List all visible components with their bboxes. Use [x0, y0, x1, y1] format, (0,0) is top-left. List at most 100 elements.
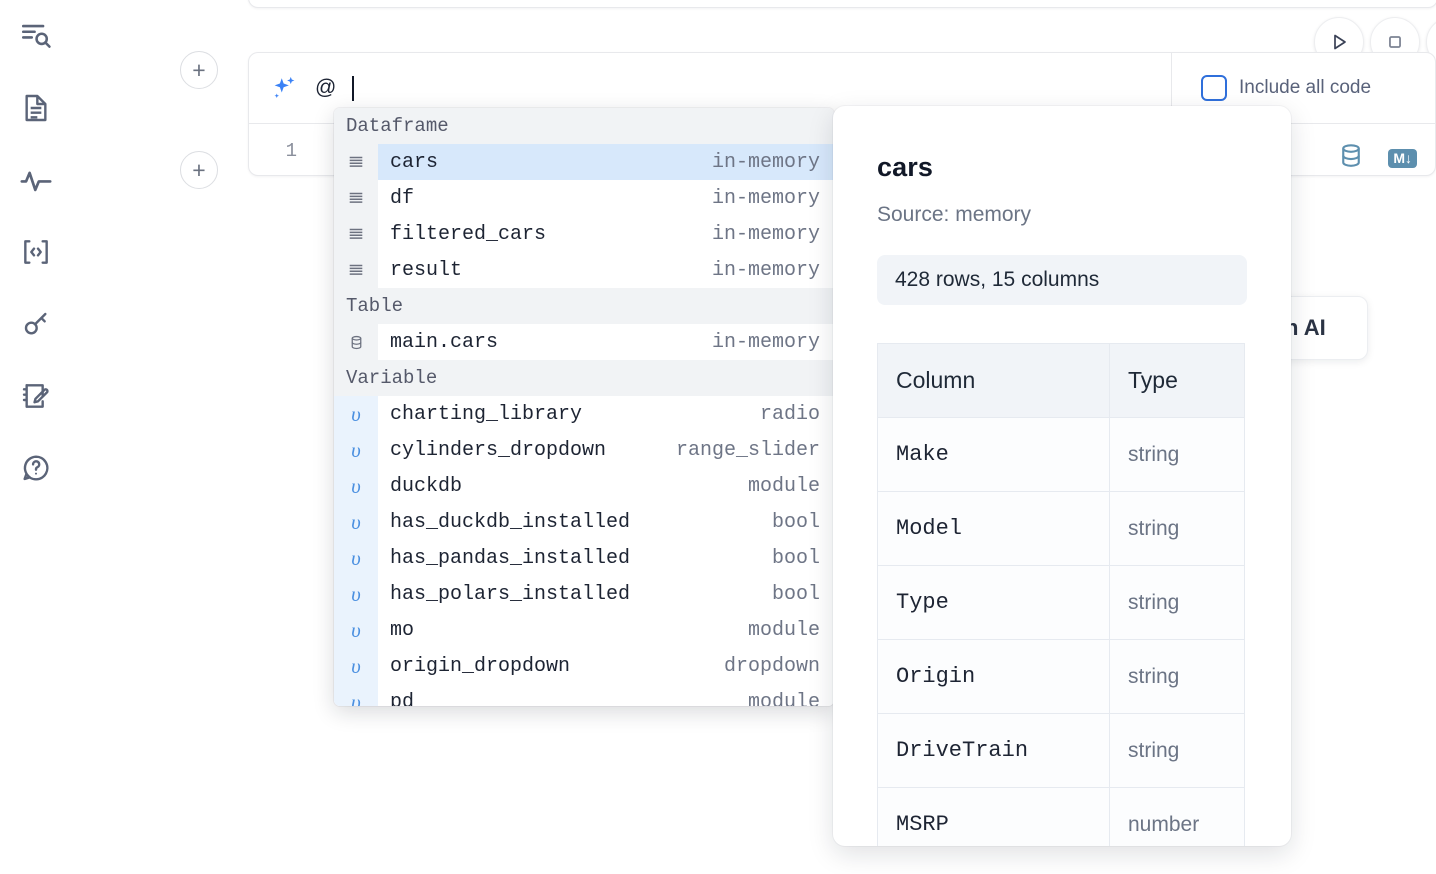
dataframe-icon: [334, 216, 378, 252]
autocomplete-item-name: has_duckdb_installed: [378, 504, 772, 540]
autocomplete-item-name: has_polars_installed: [378, 576, 772, 612]
cell-column-type: string: [1110, 418, 1245, 492]
autocomplete-group-header: Table: [334, 288, 834, 324]
previous-cell-card: [248, 0, 1436, 8]
autocomplete-item[interactable]: filtered_cars in-memory: [334, 216, 834, 252]
cell-column-name: Origin: [878, 640, 1110, 714]
autocomplete-item-kind: module: [748, 684, 834, 706]
autocomplete-item-kind: bool: [772, 540, 834, 576]
secrets-key-icon[interactable]: [14, 302, 58, 346]
column-header-column: Column: [878, 344, 1110, 418]
autocomplete-item-name: duckdb: [378, 468, 748, 504]
table-row: Origin string: [878, 640, 1245, 714]
autocomplete-item-name: charting_library: [378, 396, 760, 432]
column-header-type: Type: [1110, 344, 1245, 418]
dataframe-icon: [334, 180, 378, 216]
autocomplete-item[interactable]: υ pd module: [334, 684, 834, 706]
autocomplete-item-name: mo: [378, 612, 748, 648]
preview-title: cars: [877, 152, 1247, 183]
table-row: Model string: [878, 492, 1245, 566]
cell-column-name: Model: [878, 492, 1110, 566]
autocomplete-item-name: filtered_cars: [378, 216, 712, 252]
cell-column-name: Type: [878, 566, 1110, 640]
include-all-code-toggle[interactable]: Include all code: [1201, 75, 1371, 101]
autocomplete-item[interactable]: υ mo module: [334, 612, 834, 648]
markdown-icon[interactable]: M↓: [1388, 149, 1417, 168]
table-row: Type string: [878, 566, 1245, 640]
autocomplete-item-kind: module: [748, 468, 834, 504]
dataframe-icon: [334, 252, 378, 288]
autocomplete-item[interactable]: υ origin_dropdown dropdown: [334, 648, 834, 684]
code-snippet-icon[interactable]: [14, 230, 58, 274]
add-cell-above-button[interactable]: [180, 51, 218, 89]
cell-column-type: string: [1110, 714, 1245, 788]
table-row: Make string: [878, 418, 1245, 492]
cell-column-name: Make: [878, 418, 1110, 492]
cell-column-name: MSRP: [878, 788, 1110, 847]
autocomplete-item-name: cylinders_dropdown: [378, 432, 676, 468]
autocomplete-group-header: Dataframe: [334, 108, 834, 144]
autocomplete-dropdown[interactable]: Dataframe cars in-memory df in-memory fi…: [334, 108, 834, 706]
preview-stats-badge: 428 rows, 15 columns: [877, 255, 1247, 305]
table-row: MSRP number: [878, 788, 1245, 847]
include-all-code-checkbox[interactable]: [1201, 75, 1227, 101]
autocomplete-item[interactable]: υ has_polars_installed bool: [334, 576, 834, 612]
cell-column-type: string: [1110, 566, 1245, 640]
autocomplete-item[interactable]: result in-memory: [334, 252, 834, 288]
autocomplete-item-name: result: [378, 252, 712, 288]
autocomplete-item[interactable]: cars in-memory: [334, 144, 834, 180]
table-database-icon: [334, 324, 378, 360]
file-explorer-icon[interactable]: [14, 14, 58, 58]
database-icon[interactable]: [1336, 141, 1366, 176]
autocomplete-item-name: main.cars: [378, 324, 712, 360]
table-header-row: Column Type: [878, 344, 1245, 418]
autocomplete-item[interactable]: υ duckdb module: [334, 468, 834, 504]
variable-icon: υ: [334, 432, 378, 468]
autocomplete-item-kind: in-memory: [712, 180, 834, 216]
activity-graph-icon[interactable]: [14, 158, 58, 202]
autocomplete-item-kind: range_slider: [676, 432, 834, 468]
text-caret: [352, 76, 354, 101]
line-number: 1: [249, 140, 297, 162]
autocomplete-item-kind: bool: [772, 576, 834, 612]
preview-schema-table: Column Type Make string Model string Typ…: [877, 343, 1245, 846]
autocomplete-item-kind: in-memory: [712, 216, 834, 252]
scratchpad-edit-icon[interactable]: [14, 374, 58, 418]
autocomplete-item-name: origin_dropdown: [378, 648, 724, 684]
autocomplete-item-kind: in-memory: [712, 144, 834, 180]
autocomplete-item-name: cars: [378, 144, 712, 180]
autocomplete-item[interactable]: main.cars in-memory: [334, 324, 834, 360]
cell-column-type: number: [1110, 788, 1245, 847]
cell-action-icons: M↓: [1336, 141, 1417, 176]
cell-column-name: DriveTrain: [878, 714, 1110, 788]
autocomplete-item-kind: module: [748, 612, 834, 648]
preview-source: Source: memory: [877, 203, 1247, 227]
autocomplete-item-name: has_pandas_installed: [378, 540, 772, 576]
autocomplete-item-name: df: [378, 180, 712, 216]
autocomplete-item[interactable]: υ cylinders_dropdown range_slider: [334, 432, 834, 468]
dataframe-icon: [334, 144, 378, 180]
cell-column-type: string: [1110, 492, 1245, 566]
notebook-document-icon[interactable]: [14, 86, 58, 130]
autocomplete-item[interactable]: υ has_pandas_installed bool: [334, 540, 834, 576]
autocomplete-item-kind: in-memory: [712, 324, 834, 360]
add-cell-below-button[interactable]: [180, 151, 218, 189]
autocomplete-item-name: pd: [378, 684, 748, 706]
sparkles-icon: [269, 73, 299, 103]
help-chat-icon[interactable]: [14, 446, 58, 490]
variable-icon: υ: [334, 468, 378, 504]
autocomplete-item-kind: in-memory: [712, 252, 834, 288]
autocomplete-item[interactable]: υ charting_library radio: [334, 396, 834, 432]
variable-icon: υ: [334, 504, 378, 540]
autocomplete-item[interactable]: df in-memory: [334, 180, 834, 216]
cell-column-type: string: [1110, 640, 1245, 714]
autocomplete-item-kind: bool: [772, 504, 834, 540]
autocomplete-item-kind: dropdown: [724, 648, 834, 684]
generate-with-ai-label: h AI: [1285, 315, 1326, 341]
variable-icon: υ: [334, 540, 378, 576]
autocomplete-group-header: Variable: [334, 360, 834, 396]
ai-prompt-value: @: [313, 76, 337, 100]
table-row: DriveTrain string: [878, 714, 1245, 788]
autocomplete-item[interactable]: υ has_duckdb_installed bool: [334, 504, 834, 540]
